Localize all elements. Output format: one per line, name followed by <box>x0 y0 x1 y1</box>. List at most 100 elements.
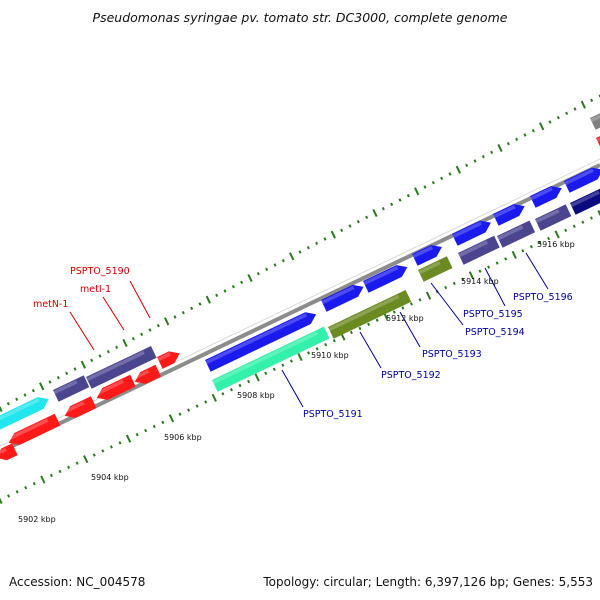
tick-mark-upper <box>580 100 586 109</box>
tick-mark-upper <box>465 163 469 168</box>
tick-mark-lower <box>195 404 199 408</box>
tick-marks <box>0 94 600 505</box>
gene-gray-edge-shape <box>590 109 600 130</box>
tick-mark-lower <box>264 371 268 376</box>
gene-navy <box>570 185 600 215</box>
tick-mark-upper <box>398 198 402 202</box>
tick-mark-upper <box>256 271 260 276</box>
gene-label-right: PSPTO_5194 <box>465 327 525 338</box>
tick-mark-lower <box>101 449 105 453</box>
gene-red-lower-4 <box>132 364 162 384</box>
tick-mark-upper <box>531 128 535 133</box>
tick-mark-lower <box>564 228 568 233</box>
gene-red-lower-3-shape <box>96 374 136 400</box>
tick-label: 5916 kbp <box>537 240 575 249</box>
leader-line <box>281 369 304 408</box>
tick-mark-lower <box>0 497 3 505</box>
gene-blue-6-sheen <box>493 205 516 219</box>
gene-slate-small-shape <box>53 375 90 402</box>
gene-blue-7 <box>530 186 562 208</box>
tick-mark-upper <box>148 328 152 332</box>
tick-mark-lower <box>40 475 46 484</box>
tick-mark-lower <box>375 318 379 322</box>
gene-red-lower-2 <box>62 396 97 418</box>
tick-mark-upper <box>106 349 110 354</box>
tick-mark-lower <box>49 473 53 478</box>
tick-mark-lower <box>538 240 542 245</box>
tick-mark-lower <box>307 351 311 355</box>
tick-mark-upper <box>455 165 461 174</box>
tick-mark-upper <box>565 111 569 116</box>
gene-blue-3 <box>363 265 408 293</box>
gene-label-left: metN-1 <box>33 299 68 310</box>
leader-line <box>102 296 125 331</box>
tick-mark-upper <box>390 202 394 207</box>
gene-red-lower-3-sheen <box>94 379 124 397</box>
gene-label-right: PSPTO_5191 <box>303 409 363 420</box>
tick-mark-lower <box>109 445 113 449</box>
tick-mark-upper <box>164 317 170 326</box>
gene-red-lower-4-sheen <box>132 369 150 381</box>
gene-blue-long-shape <box>205 312 317 372</box>
tick-mark-lower <box>315 347 319 351</box>
gene-blue-2-sheen <box>321 285 355 305</box>
gene-red-edge-sheen <box>0 447 7 457</box>
gene-slate-lower-1-sheen <box>458 240 488 258</box>
tick-mark-upper <box>0 405 3 413</box>
gene-red-lower-1-shape <box>8 413 61 445</box>
tick-mark-upper <box>215 293 219 298</box>
tick-mark-upper <box>181 310 185 315</box>
gene-blue-7-shape <box>530 186 562 208</box>
leader-line <box>129 280 151 319</box>
tick-mark-lower <box>144 428 148 433</box>
gene-blue-2 <box>321 284 364 312</box>
tick-mark-lower <box>511 250 517 259</box>
tick-mark-lower <box>178 412 182 416</box>
gene-blue-5 <box>452 220 491 246</box>
tick-mark-upper <box>281 258 285 263</box>
gene-red-edge-right <box>596 133 600 150</box>
gene-olive-short <box>418 256 453 282</box>
gene-red-lower-1-sheen <box>6 418 49 442</box>
leader-line <box>69 311 95 351</box>
tick-mark-lower <box>547 236 551 241</box>
gene-blue-6 <box>493 204 525 226</box>
gene-blue-8-shape <box>564 167 600 193</box>
tick-mark-upper <box>523 133 527 137</box>
tick-mark-upper <box>506 141 510 146</box>
tick-mark-upper <box>173 315 177 319</box>
tick-mark-upper <box>490 150 494 155</box>
tick-mark-lower <box>495 261 499 265</box>
tick-mark-upper <box>406 193 410 198</box>
tick-mark-upper <box>198 302 202 306</box>
gene-label-right: PSPTO_5192 <box>381 370 441 381</box>
tick-mark-upper <box>330 230 336 239</box>
tick-mark-upper <box>31 388 35 393</box>
tick-mark-lower <box>589 216 593 220</box>
gene-features <box>0 109 600 461</box>
tick-mark-lower <box>125 434 132 443</box>
tick-mark-upper <box>440 176 444 181</box>
tick-mark-lower <box>581 220 585 224</box>
tick-mark-upper <box>56 375 60 380</box>
tick-mark-upper <box>548 120 552 124</box>
leader-line <box>484 267 506 307</box>
tick-mark-lower <box>401 306 405 310</box>
gene-olive-long-shape <box>328 289 412 339</box>
gene-navy-shape <box>570 185 600 215</box>
tick-mark-upper <box>231 284 235 289</box>
tick-mark-upper <box>289 252 295 261</box>
tick-mark-lower <box>504 257 508 261</box>
tick-mark-upper <box>431 180 435 185</box>
gene-label-left: PSPTO_5190 <box>70 266 130 277</box>
gene-slate-lower-3-sheen <box>535 209 560 224</box>
tick-mark-upper <box>156 323 160 328</box>
gene-metI-sheen <box>86 350 145 382</box>
gene-olive-short-sheen <box>418 261 441 275</box>
tick-mark-upper <box>539 122 545 131</box>
tick-mark-lower <box>349 330 353 335</box>
gene-blue-3-sheen <box>363 265 399 286</box>
tick-mark-upper <box>115 345 119 350</box>
